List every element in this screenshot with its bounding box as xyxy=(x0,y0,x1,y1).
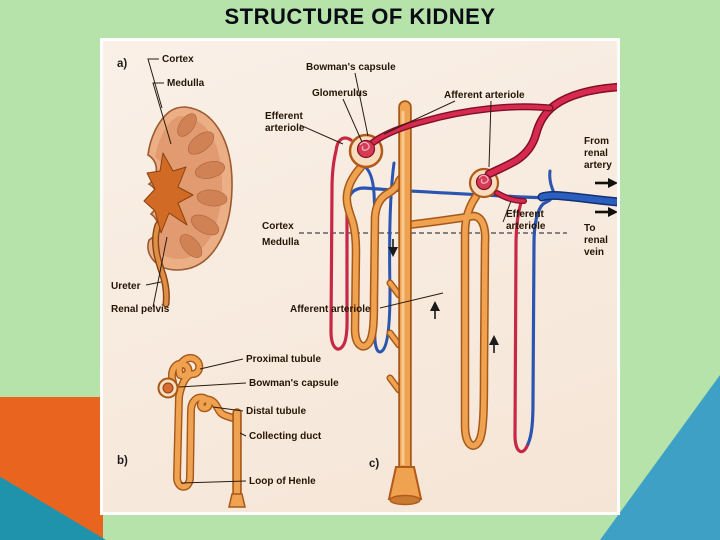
leader-ureter xyxy=(145,281,162,286)
label-from-renal-artery-3: artery xyxy=(584,160,612,171)
leader-glomerulus xyxy=(342,98,363,143)
label-to-renal-vein-2: renal xyxy=(584,235,608,246)
label-cortex-c: Cortex xyxy=(262,221,294,232)
panel-c-nephron-detailed: c) Bowman's capsule Glomerulus Efferent … xyxy=(262,62,617,506)
label-renal-pelvis: Renal pelvis xyxy=(111,304,170,315)
label-efferent-right-2: arteriole xyxy=(506,221,546,232)
label-distal-tubule: Distal tubule xyxy=(246,406,306,417)
collecting-duct-funnel xyxy=(387,466,423,500)
glomerulus-2 xyxy=(475,173,493,191)
label-loop-of-henle: Loop of Henle xyxy=(249,476,316,487)
leader-collecting-duct xyxy=(239,432,247,437)
label-ureter: Ureter xyxy=(111,281,141,292)
leader-efferent-left xyxy=(299,124,344,145)
slide-title: STRUCTURE OF KIDNEY xyxy=(224,4,496,29)
leader-afferent-top-2 xyxy=(488,100,492,168)
label-bowmans-capsule-b: Bowman's capsule xyxy=(249,378,339,389)
flow-arrow-up-1 xyxy=(430,301,440,319)
label-from-renal-artery-2: renal xyxy=(584,148,608,159)
label-from-renal-artery-1: From xyxy=(584,136,609,147)
label-medulla-a: Medulla xyxy=(167,78,205,89)
panel-a-tag: a) xyxy=(117,58,127,70)
leader-afferent-top-1 xyxy=(383,100,456,135)
renal-pelvis-shape xyxy=(143,152,194,234)
label-afferent-top: Afferent arteriole xyxy=(444,90,525,101)
kidney-pyramids xyxy=(177,113,228,258)
label-to-renal-vein-1: To xyxy=(584,223,595,234)
glomerulus-b xyxy=(162,382,174,394)
leader-efferent-right xyxy=(502,200,512,223)
panel-c-tag: c) xyxy=(369,458,379,470)
vasa-recta-right-red xyxy=(513,198,530,454)
flow-arrow-duct-down xyxy=(388,239,398,257)
flow-arrow-up-2 xyxy=(489,335,499,353)
label-efferent-left-2: arteriole xyxy=(265,123,305,134)
leader-cortex xyxy=(147,58,163,109)
label-cortex-a: Cortex xyxy=(162,54,194,65)
leader-proximal-tubule xyxy=(199,358,244,370)
label-collecting-duct: Collecting duct xyxy=(249,431,322,442)
leader-medulla xyxy=(152,82,172,145)
leader-loop-of-henle xyxy=(180,480,247,484)
vein-direction-arrow xyxy=(595,207,617,217)
leader-bowmans-capsule-b xyxy=(178,382,247,388)
label-to-renal-vein-3: vein xyxy=(584,247,604,258)
glomerulus-1 xyxy=(356,139,376,159)
leader-distal-tubule xyxy=(212,406,244,412)
leader-afferent-bottom xyxy=(379,292,444,309)
collecting-duct-b-opening xyxy=(228,493,246,508)
vasa-recta-right-blue xyxy=(526,198,552,446)
leader-bowmans-capsule-c xyxy=(354,72,369,137)
label-afferent-bottom: Afferent arteriole xyxy=(290,304,371,315)
label-bowmans-capsule-c: Bowman's capsule xyxy=(306,62,396,73)
renal-papilla-opening xyxy=(389,494,421,506)
artery-direction-arrow xyxy=(595,178,617,188)
kidney-diagram: a) Cortex Medulla Ureter Renal pelvis b)… xyxy=(111,54,617,508)
panel-a-kidney-section: a) Cortex Medulla Ureter Renal pelvis xyxy=(111,54,233,315)
label-proximal-tubule: Proximal tubule xyxy=(246,354,321,365)
label-efferent-left-1: Efferent xyxy=(265,111,303,122)
panel-b-tag: b) xyxy=(117,455,128,467)
leader-renal-pelvis xyxy=(152,236,168,308)
efferent-capillary-left xyxy=(329,136,353,351)
figure-image: a) Cortex Medulla Ureter Renal pelvis b)… xyxy=(103,41,617,512)
label-glomerulus: Glomerulus xyxy=(312,88,368,99)
label-medulla-c: Medulla xyxy=(262,237,300,248)
panel-b-nephron-simple: b) Proximal tubule Bowman's capsule Dist… xyxy=(117,354,339,508)
label-efferent-right-1: Efferent xyxy=(506,209,544,220)
